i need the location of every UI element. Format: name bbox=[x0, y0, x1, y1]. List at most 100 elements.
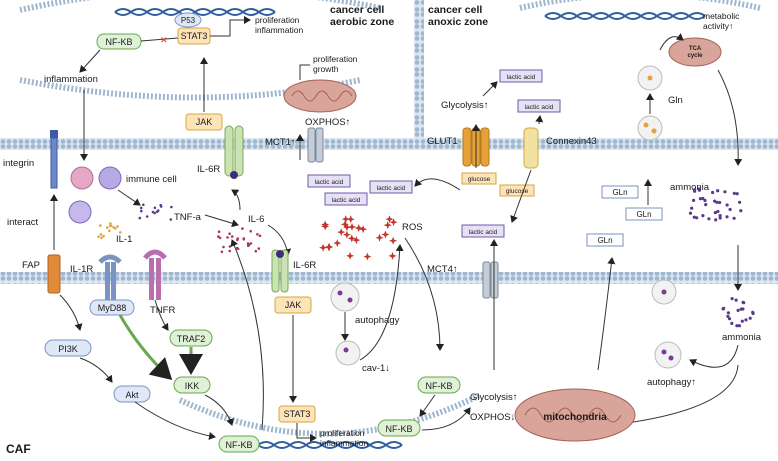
nfkb-mid-to-low-arrow bbox=[419, 394, 436, 417]
il6r-receptor-top-a bbox=[224, 125, 234, 177]
particle bbox=[228, 249, 231, 253]
cav1-to-ros-arrow bbox=[359, 244, 404, 361]
particle bbox=[688, 211, 693, 215]
particle bbox=[220, 250, 224, 254]
particle bbox=[740, 319, 744, 323]
particle bbox=[170, 205, 173, 209]
particle bbox=[698, 197, 703, 201]
particle bbox=[228, 232, 231, 235]
pi3k-label: PI3K bbox=[58, 344, 78, 354]
particle bbox=[703, 198, 707, 203]
autophagy-particle-right-a bbox=[661, 349, 667, 355]
svg-text:GLn: GLn bbox=[597, 236, 612, 245]
mitochondrion-caf bbox=[514, 388, 636, 442]
autophagy-particle-low bbox=[343, 347, 349, 353]
glycolysis-up-caf: Glycolysis↑ bbox=[470, 392, 518, 403]
particle bbox=[695, 216, 699, 220]
ros-star bbox=[347, 234, 356, 243]
tca-to-ammonia-arrow bbox=[717, 69, 743, 166]
lactic-acid-box-6: lactic acid bbox=[517, 99, 561, 113]
nfkb-stat3-inhibition-line bbox=[140, 37, 179, 42]
particle bbox=[102, 234, 105, 238]
ros-star bbox=[343, 223, 351, 232]
nfkb-to-il6-arrow bbox=[230, 239, 264, 431]
particle bbox=[711, 190, 715, 195]
lactic-to-aerobic-arrow bbox=[414, 178, 461, 191]
particle bbox=[256, 233, 259, 236]
particle bbox=[153, 206, 157, 210]
ros-star bbox=[375, 233, 384, 242]
myd88-to-ikk-arrow bbox=[118, 314, 173, 381]
immune-to-cytokine-arrow bbox=[117, 189, 141, 206]
nfkb-box-caf-mid bbox=[417, 376, 461, 394]
glut1-transporter-c bbox=[480, 127, 490, 167]
particle bbox=[247, 243, 251, 246]
dna-strand-aerobic-b bbox=[114, 8, 276, 16]
particle bbox=[726, 314, 730, 318]
particle bbox=[151, 210, 155, 214]
connexin43-arrow bbox=[510, 169, 532, 223]
particle bbox=[145, 215, 149, 218]
particle bbox=[713, 199, 717, 203]
particle bbox=[99, 224, 102, 227]
il6-label: IL-6 bbox=[248, 214, 264, 225]
nfkb-label-caf-mid: NF-KB bbox=[426, 381, 453, 391]
nfkb-box-top bbox=[96, 33, 142, 50]
svg-text:lactic acid: lactic acid bbox=[469, 229, 498, 236]
gln-molecule-mid-b bbox=[651, 128, 657, 134]
particle bbox=[226, 236, 229, 239]
particle bbox=[721, 307, 725, 311]
il1r-label: IL-1R bbox=[70, 264, 93, 275]
particle bbox=[736, 308, 740, 312]
mito-cristae-caf bbox=[524, 407, 622, 423]
autophagy-particle-mid-a bbox=[337, 290, 343, 296]
particle bbox=[713, 211, 717, 215]
particle bbox=[217, 230, 221, 233]
particle bbox=[723, 190, 727, 194]
p53-label: P53 bbox=[181, 16, 196, 25]
particle bbox=[140, 209, 143, 213]
ros-star bbox=[352, 236, 361, 245]
fap-label: FAP bbox=[22, 260, 40, 271]
autophagy-particle-right-b bbox=[668, 355, 674, 361]
particle bbox=[716, 189, 720, 193]
particle bbox=[701, 196, 705, 201]
lactic-acid-box-3: lactic acid bbox=[324, 192, 368, 206]
particle bbox=[701, 214, 705, 218]
il1r-receptor-head bbox=[98, 254, 122, 264]
ikk-box bbox=[173, 376, 211, 394]
particle bbox=[99, 233, 103, 236]
particle bbox=[738, 200, 742, 204]
particle bbox=[735, 324, 739, 328]
il1r-receptor-a bbox=[105, 262, 110, 302]
ros-particles bbox=[319, 215, 398, 261]
ros-star bbox=[354, 224, 363, 232]
particle bbox=[241, 227, 244, 230]
particle bbox=[217, 235, 220, 238]
myd88-box bbox=[89, 299, 135, 316]
gln-label-top: Gln bbox=[668, 95, 683, 106]
svg-text:lactic acid: lactic acid bbox=[315, 179, 344, 186]
integrin-label: integrin bbox=[3, 158, 34, 169]
particle bbox=[734, 298, 738, 302]
dna-strand-caf-b bbox=[257, 441, 403, 449]
gln-box-3: GLn bbox=[586, 233, 624, 247]
nfkb-label-caf-low: NF-KB bbox=[386, 424, 413, 434]
particle bbox=[116, 225, 119, 228]
particle bbox=[138, 216, 142, 220]
ros-star bbox=[363, 252, 372, 261]
stat3-output-arrow bbox=[210, 16, 251, 37]
ros-star bbox=[319, 243, 328, 252]
mct4-transporter-a bbox=[482, 261, 491, 299]
particle bbox=[739, 209, 743, 213]
connexin43-up-arrow bbox=[535, 115, 544, 125]
il6r-label-top: IL-6R bbox=[197, 164, 220, 175]
ammonia-particles-bottom bbox=[721, 297, 755, 328]
stat3-label-top: STAT3 bbox=[181, 31, 208, 41]
